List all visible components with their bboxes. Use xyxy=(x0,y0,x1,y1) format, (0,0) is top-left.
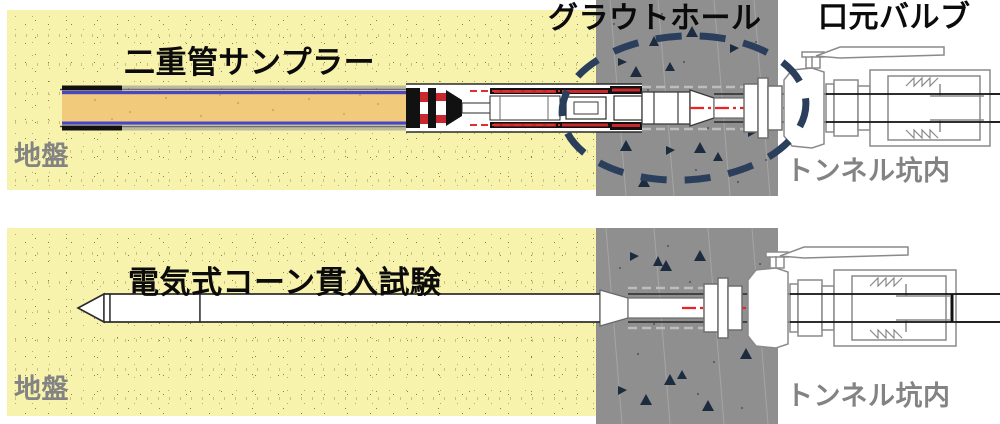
label-tunnel-interior-bottom: トンネル坑内 xyxy=(786,381,951,412)
label-ground-bottom: 地盤 xyxy=(14,374,69,405)
label-grout-hole: グラウトホール xyxy=(548,1,762,36)
panel-electric-cone-penetration-test: 電気式コーン貫入試験 地盤 トンネル坑内 xyxy=(0,228,1000,424)
label-collar-valve: 口元バルブ xyxy=(818,0,971,35)
label-ground-top: 地盤 xyxy=(14,141,69,172)
label-tunnel-interior-top: トンネル坑内 xyxy=(786,156,951,187)
label-double-tube-sampler: 二重管サンプラー xyxy=(124,45,376,81)
label-electric-cone-test: 電気式コーン貫入試験 xyxy=(128,265,442,301)
sampler-assembly-top xyxy=(60,32,1000,184)
cone-penetrometer-assembly xyxy=(76,246,1000,349)
highlight-oval-grout-hole xyxy=(558,32,810,184)
panel-double-tube-sampler: 二重管サンプラー グラウトホール 口元バルブ 地盤 トンネル坑内 xyxy=(0,0,1000,196)
